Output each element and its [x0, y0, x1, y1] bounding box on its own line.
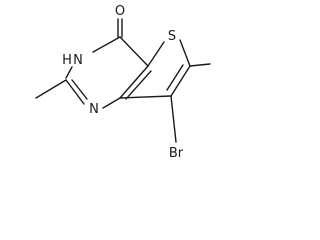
- nh-nitrogen-label: N: [73, 53, 83, 68]
- s-to-c6-bond: [179, 39, 191, 67]
- c6-to-c7-bond-2: [166, 64, 184, 91]
- c3a-to-s-bond: [147, 41, 165, 67]
- c3a-to-c4-bond: [119, 36, 149, 67]
- c6-to-c7-bond-1: [170, 65, 191, 97]
- c7-to-c7a-bond: [119, 95, 172, 99]
- nh-hydrogen-label: H: [62, 53, 72, 68]
- oxygen-label: O: [115, 4, 125, 19]
- sulfur-label: S: [168, 29, 176, 44]
- nh-to-c2-bond: [65, 66, 73, 79]
- c2-methyl-bond: [35, 79, 67, 99]
- c4-to-nh-bond: [92, 36, 121, 53]
- chemical-structure-diagram: O S H N N Br: [35, 4, 211, 161]
- n3-to-c7a-bond: [102, 97, 121, 109]
- c7-bromine-bond: [170, 95, 177, 143]
- c6-methyl-bond: [189, 63, 211, 67]
- c7a-to-c3a-bond-2: [125, 70, 152, 100]
- c7a-to-c3a-bond-1: [119, 65, 149, 99]
- bromine-label: Br: [169, 146, 184, 161]
- c2-to-n3-bond-2: [71, 79, 88, 100]
- c2-to-n3-bond-1: [65, 79, 85, 105]
- ring-nitrogen-label: N: [89, 102, 99, 117]
